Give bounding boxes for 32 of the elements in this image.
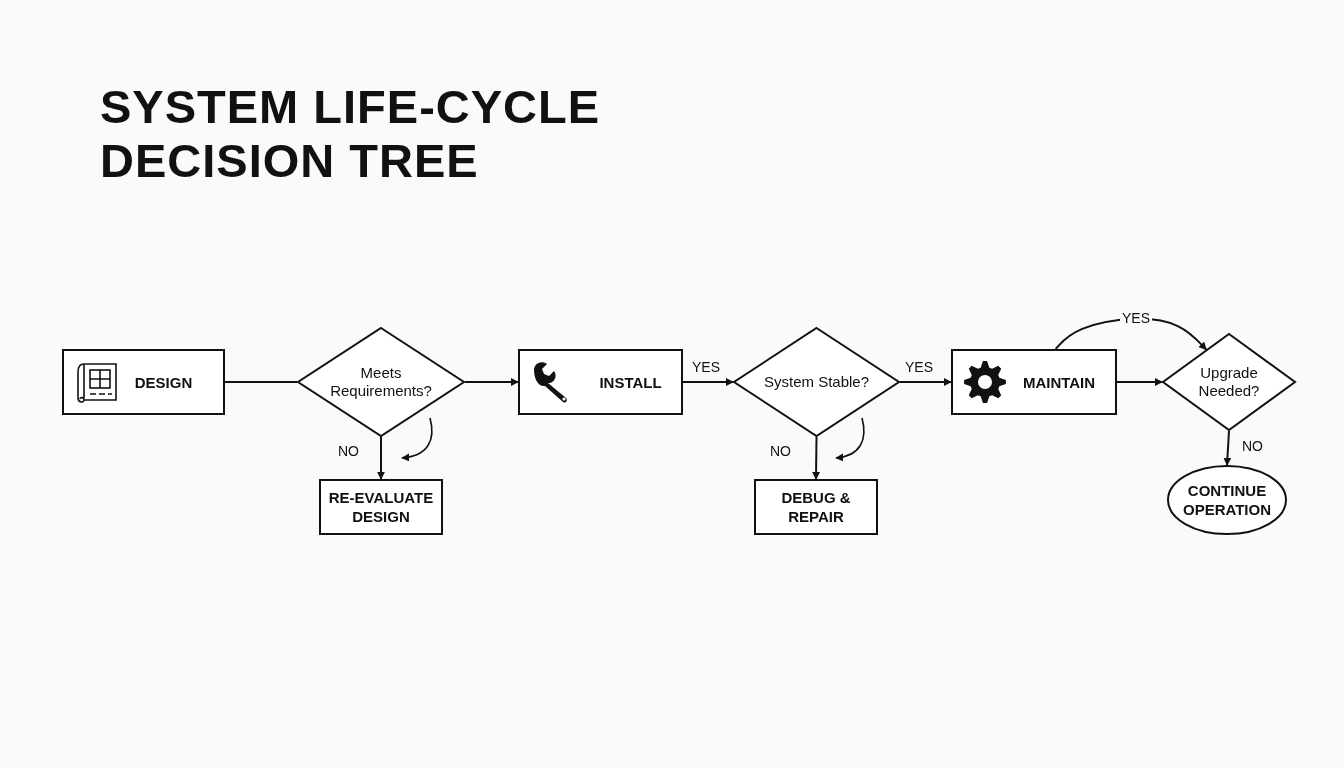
edge-label: YES <box>1120 310 1152 326</box>
arrow <box>682 378 734 386</box>
process-box <box>319 479 443 535</box>
edge-label: NO <box>1240 438 1265 454</box>
edge-label: NO <box>768 443 793 459</box>
edge-label: YES <box>903 359 935 375</box>
node-label: Meets Requirements? <box>329 364 433 400</box>
decision-diamond <box>297 327 465 437</box>
process-box <box>62 349 225 415</box>
process-box <box>518 349 683 415</box>
edge-label: NO <box>336 443 361 459</box>
process-box <box>951 349 1117 415</box>
node-label: RE-EVALUATE DESIGN <box>327 488 435 526</box>
node-label: INSTALL <box>598 372 663 392</box>
node-label: CONTINUE OPERATION <box>1181 481 1273 519</box>
node-label: Upgrade Needed? <box>1197 364 1261 400</box>
node-label: System Stable? <box>762 373 871 391</box>
arrow <box>899 378 952 386</box>
node-label: MAINTAIN <box>1021 372 1097 392</box>
decision-diamond <box>1162 333 1296 431</box>
title: SYSTEM LIFE-CYCLE DECISION TREE <box>100 80 602 188</box>
arrow <box>377 436 385 480</box>
node-label: DEBUG & REPAIR <box>780 488 852 526</box>
terminal-ellipse <box>1167 465 1287 535</box>
decision-diamond <box>733 327 900 437</box>
edge-label: YES <box>690 359 722 375</box>
arrow <box>812 436 821 480</box>
process-box <box>754 479 878 535</box>
node-label: DESIGN <box>133 372 194 392</box>
arrow <box>1116 378 1163 386</box>
arrow <box>464 378 519 386</box>
arrow <box>1223 430 1232 466</box>
